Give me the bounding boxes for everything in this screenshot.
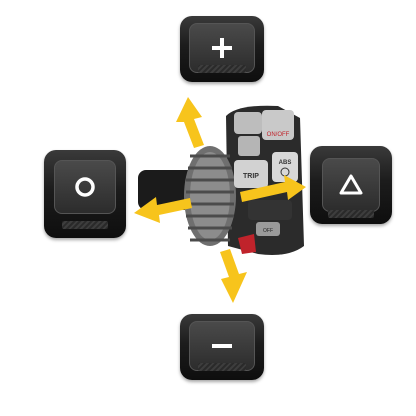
- off-button[interactable]: OFF: [256, 222, 280, 236]
- trip-button[interactable]: TRIP: [234, 160, 268, 188]
- abs-label: ABS: [279, 160, 292, 166]
- arrow-left-icon: [134, 197, 192, 223]
- minus-button-face: [189, 321, 255, 371]
- plus-button-grip: [198, 65, 246, 73]
- horn-button[interactable]: [238, 234, 256, 254]
- minus-button[interactable]: [180, 314, 264, 380]
- plus-button[interactable]: [180, 16, 264, 82]
- handlebar-small-button[interactable]: [238, 136, 260, 156]
- plus-icon: [212, 38, 232, 58]
- arrow-right-icon: [240, 175, 306, 202]
- indicator-switch[interactable]: [248, 200, 292, 220]
- onoff-button[interactable]: ON/OFF: [262, 110, 294, 140]
- circle-button-grip: [62, 221, 108, 229]
- trip-label: TRIP: [243, 173, 259, 180]
- circle-button-face: [54, 160, 116, 214]
- multi-controller-wheel[interactable]: [184, 146, 236, 246]
- handlebar-upper-button-left[interactable]: [234, 112, 262, 134]
- plus-button-face: [189, 23, 255, 73]
- minus-icon: [212, 344, 232, 348]
- arrow-down-icon: [220, 249, 247, 303]
- handlebar-switch-cluster: ON/OFF TRIP ABS OFF: [138, 105, 304, 255]
- off-label: OFF: [263, 228, 273, 234]
- triangle-icon: [339, 174, 363, 195]
- triangle-button-face: [322, 158, 380, 212]
- minus-button-grip: [198, 363, 246, 371]
- triangle-button-grip: [328, 210, 374, 218]
- onoff-label: ON/OFF: [267, 132, 290, 138]
- circle-icon: [75, 177, 95, 197]
- triangle-button[interactable]: [310, 146, 392, 224]
- arrow-up-icon: [176, 97, 204, 148]
- circle-button[interactable]: [44, 150, 126, 238]
